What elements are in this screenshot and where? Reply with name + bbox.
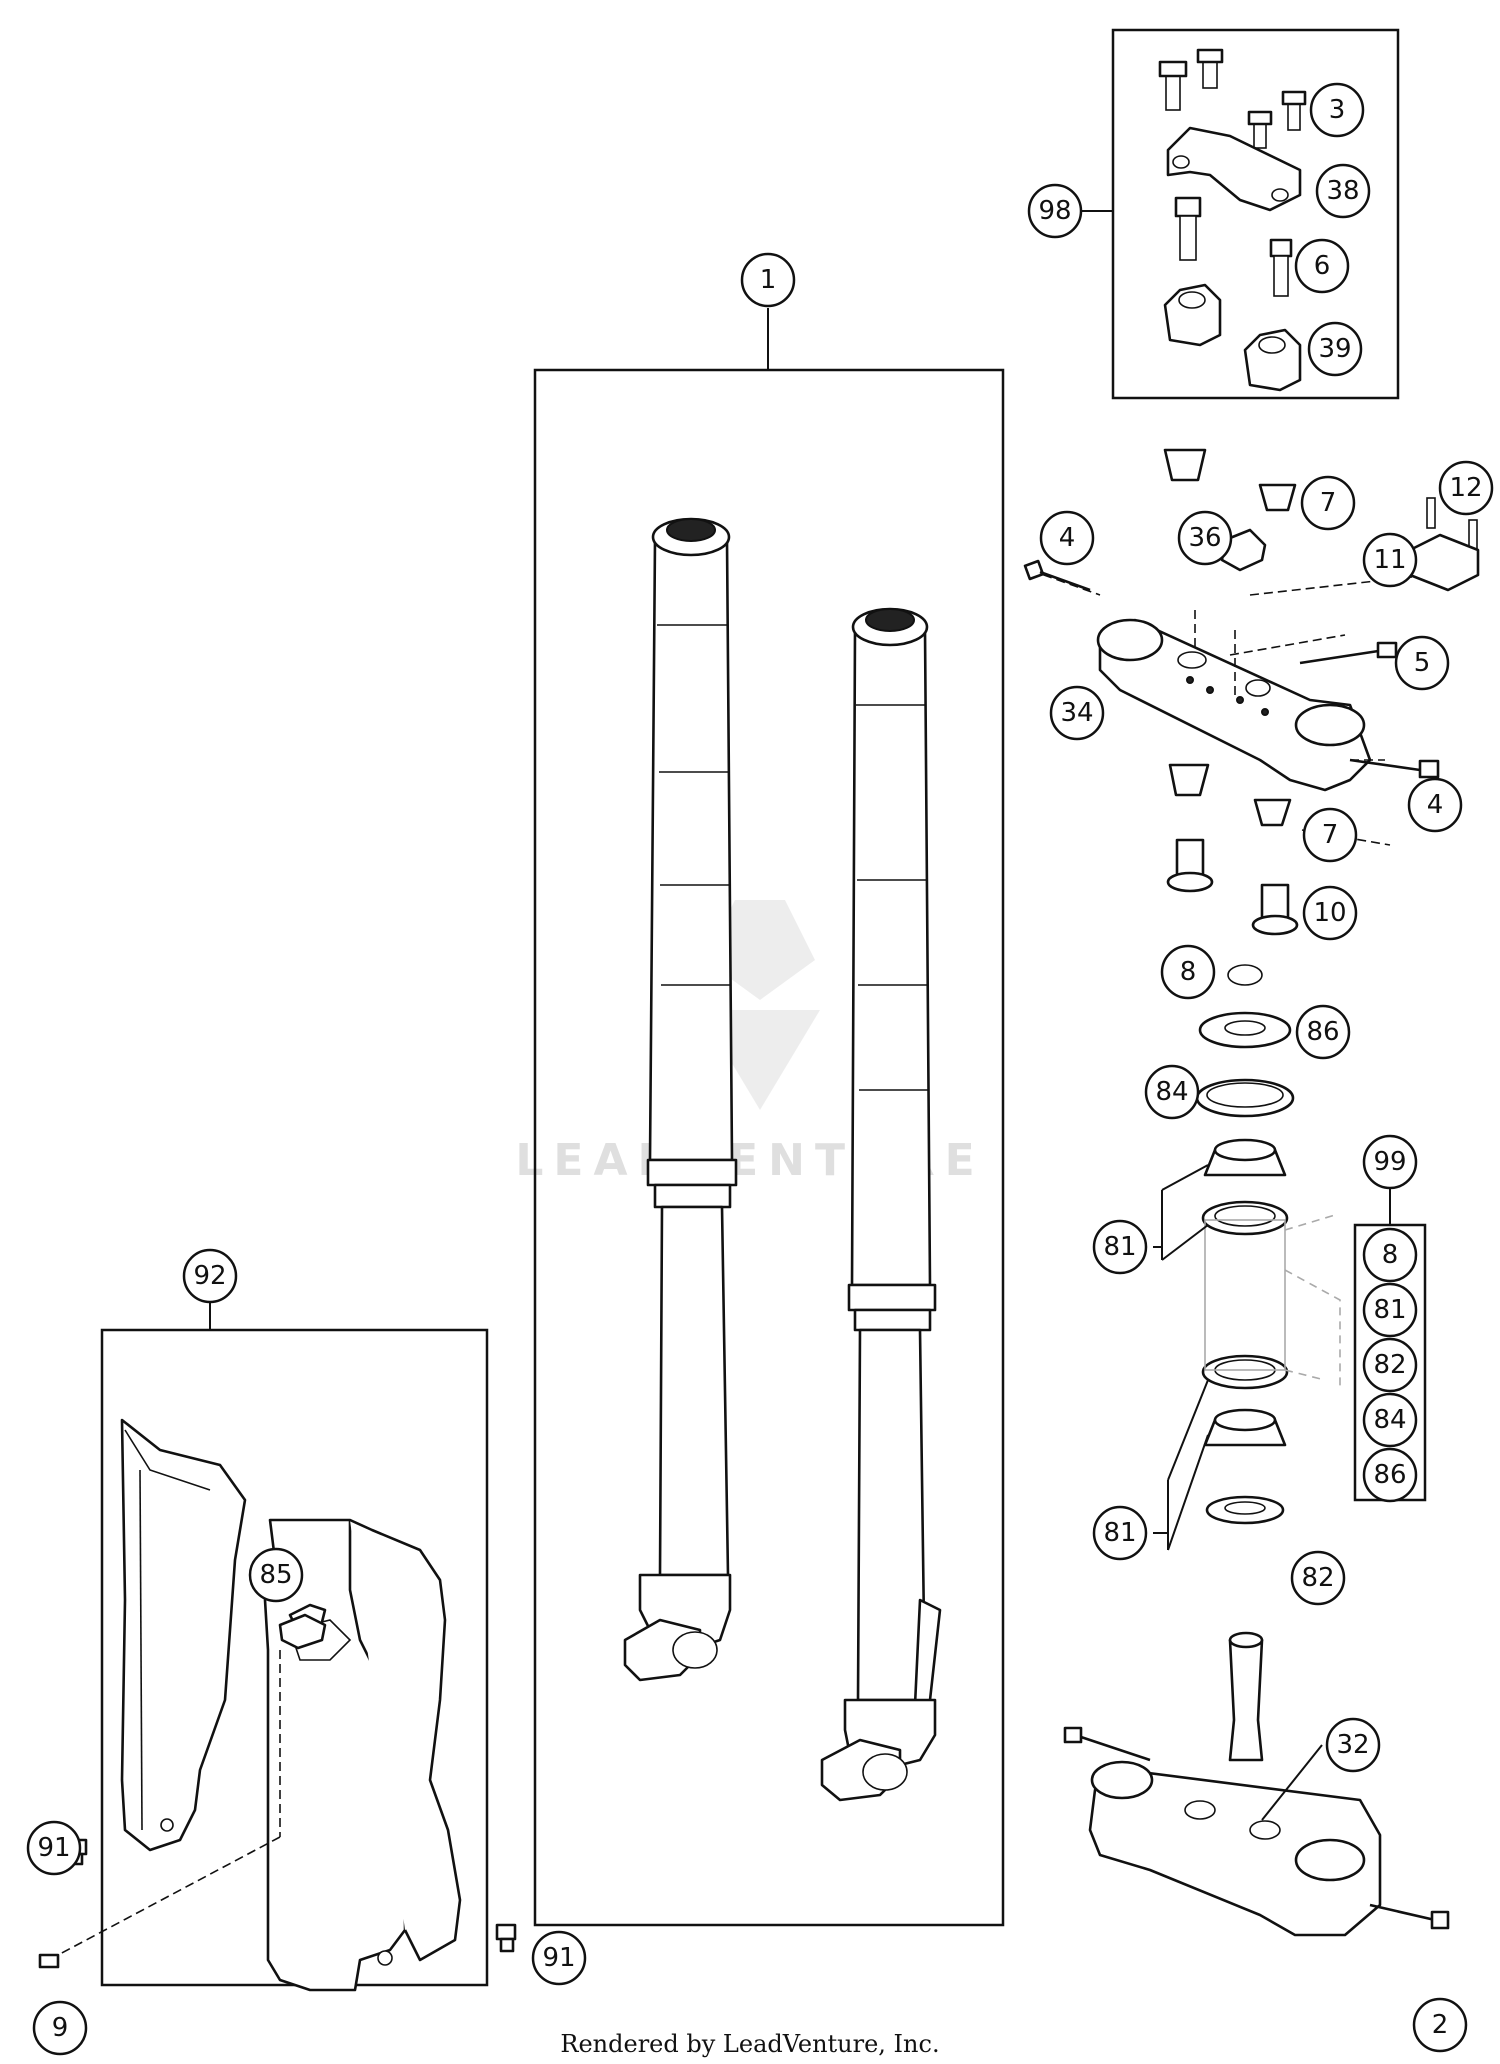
callout-label: 7 [1320, 488, 1337, 518]
callout-7-top: 7 [1300, 475, 1356, 531]
frame-headtube-ghost [1204, 1214, 1341, 1390]
callout-82: 82 [1290, 1550, 1346, 1606]
callout-9: 9 [32, 2000, 88, 2056]
callout-label: 11 [1373, 545, 1406, 575]
callout-6: 6 [1294, 238, 1350, 294]
callout-2: 2 [1412, 1997, 1468, 2053]
callout-32: 32 [1325, 1717, 1381, 1773]
callout-91-left: 91 [26, 1820, 82, 1876]
callout-label: 86 [1306, 1017, 1339, 1047]
callout-12: 12 [1438, 460, 1494, 516]
kit-item-label: 8 [1382, 1240, 1399, 1270]
lower-triple-clamp [1063, 1631, 1450, 1937]
kit-item-label: 81 [1373, 1295, 1406, 1325]
callout-label: 36 [1188, 523, 1221, 553]
right-fork-leg [820, 607, 942, 1802]
callout-label: 3 [1329, 95, 1346, 125]
callout-label: 84 [1155, 1077, 1188, 1107]
callout-3: 3 [1309, 82, 1365, 138]
callout-label: 34 [1060, 698, 1093, 728]
callout-85: 85 [248, 1547, 304, 1603]
upper-triple-clamp [1096, 618, 1372, 792]
callout-81-top: 81 [1092, 1219, 1148, 1275]
callout-1: 1 [740, 252, 796, 308]
kit-99-item-5: 86 [1362, 1447, 1418, 1503]
callout-label: 98 [1038, 196, 1071, 226]
callout-label: 39 [1318, 334, 1351, 364]
callout-label: 10 [1313, 898, 1346, 928]
callout-label: 85 [259, 1560, 292, 1590]
callout-38: 38 [1315, 163, 1371, 219]
footer-credit: Rendered by LeadVenture, Inc. [560, 2030, 939, 2058]
callout-39: 39 [1307, 321, 1363, 377]
callout-label: 38 [1326, 176, 1359, 206]
kit-99-item-1: 8 [1362, 1227, 1418, 1283]
callout-label: 91 [37, 1833, 70, 1863]
left-fork-leg [623, 517, 738, 1682]
callout-8: 8 [1160, 944, 1216, 1000]
callout-4-top: 4 [1039, 510, 1095, 566]
callout-11: 11 [1362, 532, 1418, 588]
steering-bearings [1195, 964, 1295, 1525]
callout-label: 4 [1427, 790, 1444, 820]
callout-98: 98 [1027, 183, 1083, 239]
fork-guards [120, 1418, 462, 1992]
kit-99-item-2: 81 [1362, 1282, 1418, 1338]
callout-label: 81 [1103, 1518, 1136, 1548]
callout-label: 7 [1322, 820, 1339, 850]
callout-92: 92 [182, 1248, 238, 1304]
callout-label: 82 [1301, 1563, 1334, 1593]
bushings-and-nut [1163, 448, 1299, 936]
callout-5: 5 [1394, 635, 1450, 691]
callout-label: 5 [1414, 648, 1431, 678]
leader-lines [1081, 210, 1391, 1821]
kit-item-label: 86 [1373, 1460, 1406, 1490]
callout-label: 12 [1449, 473, 1482, 503]
callout-91-right: 91 [531, 1930, 587, 1986]
callout-99: 99 [1362, 1134, 1418, 1190]
callout-7-bottom: 7 [1302, 807, 1358, 863]
callout-label: 9 [52, 2013, 69, 2043]
callout-label: 92 [193, 1261, 226, 1291]
callout-4-bottom: 4 [1407, 777, 1463, 833]
kit-99-item-3: 82 [1362, 1337, 1418, 1393]
callout-34: 34 [1049, 685, 1105, 741]
kit-item-label: 84 [1373, 1405, 1406, 1435]
callout-label: 6 [1314, 251, 1331, 281]
kit-99-item-4: 84 [1362, 1392, 1418, 1448]
callout-label: 4 [1059, 523, 1076, 553]
callout-label: 99 [1373, 1147, 1406, 1177]
callout-36: 36 [1177, 510, 1233, 566]
callout-label: 81 [1103, 1232, 1136, 1262]
callout-86: 86 [1295, 1004, 1351, 1060]
callout-84: 84 [1144, 1064, 1200, 1120]
callout-81-bottom: 81 [1092, 1505, 1148, 1561]
callout-label: 2 [1432, 2010, 1449, 2040]
callout-label: 1 [760, 265, 777, 295]
kit-item-label: 82 [1373, 1350, 1406, 1380]
handlebar-clamp-parts [1158, 48, 1307, 392]
callout-label: 32 [1336, 1730, 1369, 1760]
callout-10: 10 [1302, 885, 1358, 941]
callout-label: 91 [542, 1943, 575, 1973]
kit-98-frame [1111, 28, 1400, 400]
callout-label: 8 [1180, 957, 1197, 987]
